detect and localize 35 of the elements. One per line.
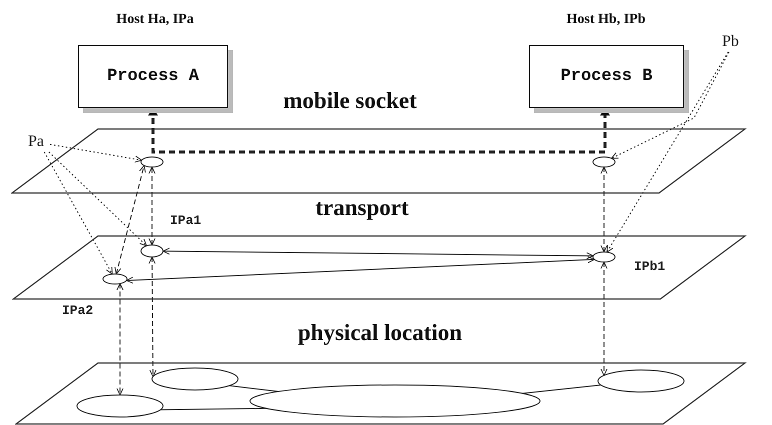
arrow — [48, 152, 148, 246]
endpoint-ellipse — [151, 367, 239, 391]
arrow — [44, 152, 113, 275]
address-label: IPa1 — [170, 213, 202, 228]
address-label: IPa2 — [62, 303, 94, 318]
port-label: Pb — [722, 33, 746, 52]
layer-title: mobile socket — [283, 88, 417, 114]
endpoint-ellipse — [76, 394, 164, 418]
arrow — [148, 166, 156, 246]
endpoint-ellipse — [140, 156, 164, 168]
arrow — [600, 262, 608, 376]
connector-line — [160, 408, 268, 410]
endpoint-ellipse — [592, 251, 616, 263]
layer-title: transport — [315, 195, 409, 221]
port-label: Pa — [28, 133, 50, 152]
connector-line — [228, 385, 280, 392]
host-label: Host Ha, IPa — [116, 12, 194, 28]
connector-line — [522, 384, 602, 394]
arrow — [114, 164, 146, 275]
arrow — [600, 166, 608, 252]
arrow — [162, 248, 594, 260]
endpoint-ellipse — [597, 369, 685, 393]
arrow — [606, 52, 729, 253]
arrow — [50, 144, 142, 163]
arrow — [148, 256, 156, 378]
host-label: Host Hb, IPb — [566, 12, 646, 28]
arrow — [611, 52, 730, 159]
layer-title: physical location — [298, 320, 462, 346]
endpoint-ellipse — [140, 244, 164, 258]
endpoint-ellipse — [592, 156, 616, 168]
endpoint-ellipse — [102, 273, 128, 285]
address-label: IPb1 — [634, 259, 666, 274]
arrow — [116, 283, 124, 396]
endpoint-ellipse — [249, 384, 541, 418]
arrow — [126, 256, 595, 284]
